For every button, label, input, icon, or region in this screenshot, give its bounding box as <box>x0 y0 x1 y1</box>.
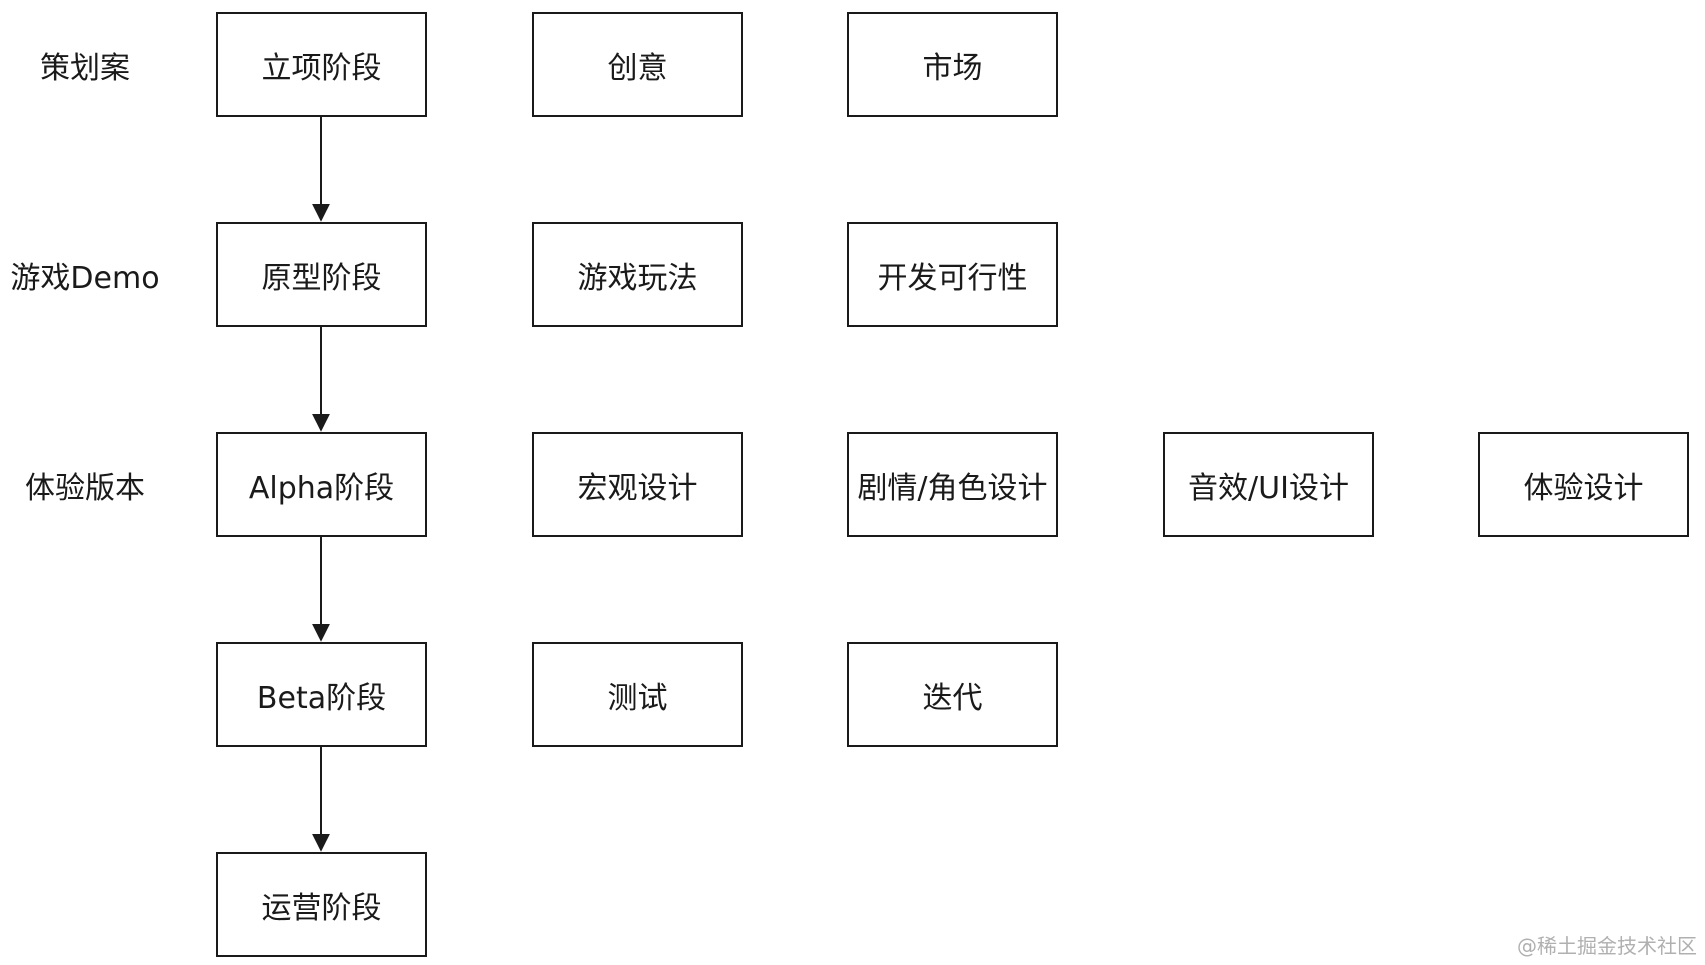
watermark-text: @稀土掘金技术社区 <box>1517 934 1697 958</box>
stage-box-operation: 运营阶段 <box>216 852 427 957</box>
row-label-experience-version: 体验版本 <box>25 471 145 506</box>
item-box-gameplay: 游戏玩法 <box>532 222 743 327</box>
stage-box-beta: Beta阶段 <box>216 642 427 747</box>
row-label-game-demo: 游戏Demo <box>10 261 160 296</box>
item-box-audio-ui-design: 音效/UI设计 <box>1163 432 1374 537</box>
item-box-iteration: 迭代 <box>847 642 1058 747</box>
stage-box-alpha: Alpha阶段 <box>216 432 427 537</box>
item-box-testing: 测试 <box>532 642 743 747</box>
item-box-experience-design: 体验设计 <box>1478 432 1689 537</box>
item-box-market: 市场 <box>847 12 1058 117</box>
stage-box-prototype: 原型阶段 <box>216 222 427 327</box>
item-box-macro-design: 宏观设计 <box>532 432 743 537</box>
item-box-story-character-design: 剧情/角色设计 <box>847 432 1058 537</box>
item-box-dev-feasibility: 开发可行性 <box>847 222 1058 327</box>
item-box-creativity: 创意 <box>532 12 743 117</box>
row-label-planning: 策划案 <box>40 51 130 86</box>
stage-box-initiation: 立项阶段 <box>216 12 427 117</box>
